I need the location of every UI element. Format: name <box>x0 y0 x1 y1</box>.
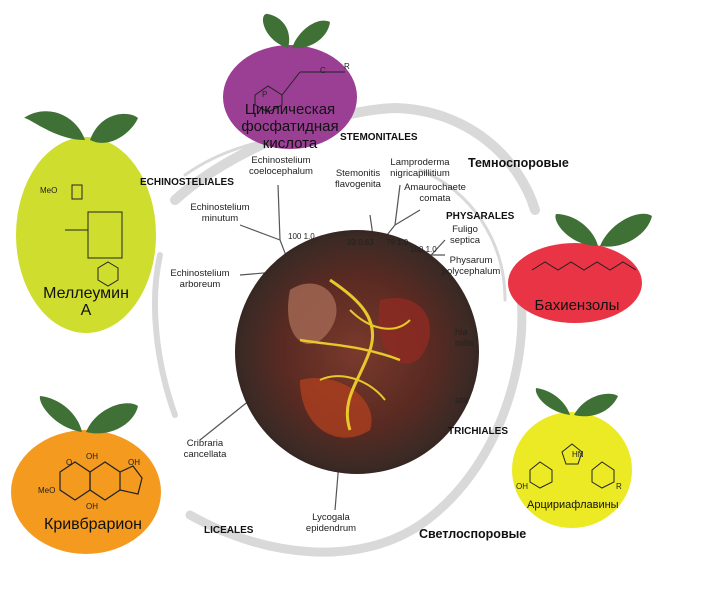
order-echinosteliales: ECHINOSTELIALES <box>140 177 234 188</box>
structure-oh-cribrarion-2: OH <box>86 502 98 511</box>
order-trichiales: TRICHIALES <box>448 426 508 437</box>
leaf-icon <box>555 214 598 246</box>
leaf-icon <box>292 20 330 49</box>
melleumin-label: Меллеумин А <box>43 285 129 319</box>
leaf-icon <box>24 111 85 140</box>
structure-c-cyclic: C <box>320 66 326 75</box>
cyclic-pa-bubble <box>223 13 357 149</box>
structure-r-cyclic: R <box>344 62 350 71</box>
leaf-icon <box>600 213 652 247</box>
structure-oh-cribrarion-3: OH <box>128 458 140 467</box>
arcyriaflavin-bubble <box>512 388 632 528</box>
leaf-icon <box>86 403 138 434</box>
structure-r-arcyriaflavin: R <box>616 482 622 491</box>
leaf-icon <box>262 13 290 48</box>
support-echino: 100 1.0 <box>288 232 315 241</box>
structure-oh-arcyriaflavin: OH <box>516 482 528 491</box>
melleumin-bubble <box>16 111 156 333</box>
cyclic-pa-label: Циклическая фосфатидная кислота <box>241 101 339 152</box>
leaf-icon <box>535 388 570 415</box>
dark-spored-label: Темноспоровые <box>468 156 569 170</box>
order-stemonitales: STEMONITALES <box>340 132 418 143</box>
cribrarion-label: Кривбрарион <box>44 516 143 533</box>
order-liceales: LICEALES <box>204 525 254 536</box>
leaf-icon <box>90 113 138 143</box>
species-partial-2: ata <box>455 395 469 406</box>
cribrarion-bubble <box>11 396 161 554</box>
bahienzol-bubble <box>508 213 652 323</box>
support-physarales: 100 1.0 <box>410 245 437 254</box>
bahienzol-label: Бахиензолы <box>534 297 620 314</box>
structure-p-cyclic: P <box>262 90 268 99</box>
light-spored-label: Светлоспоровые <box>419 527 527 541</box>
structure-o-cribrarion: O <box>66 458 73 467</box>
structure-oh-cribrarion-1: OH <box>86 452 98 461</box>
outer-ring <box>152 102 540 557</box>
structure-meo-melleumin: MeO <box>40 186 58 195</box>
structure-hn-arcyriaflavin: HN <box>572 450 584 459</box>
arcyriaflavin-label: Арцириафлавины <box>527 499 619 511</box>
support-stemo-mid: 79 1.0 <box>386 238 409 247</box>
slime-mold-photo <box>235 230 479 474</box>
leaf-icon <box>39 396 82 432</box>
order-physarales: PHYSARALES <box>446 211 515 222</box>
leaf-icon <box>574 393 618 417</box>
support-stemo-left: 33 0.63 <box>347 238 374 247</box>
structure-meo-cribrarion: MeO <box>38 486 56 495</box>
